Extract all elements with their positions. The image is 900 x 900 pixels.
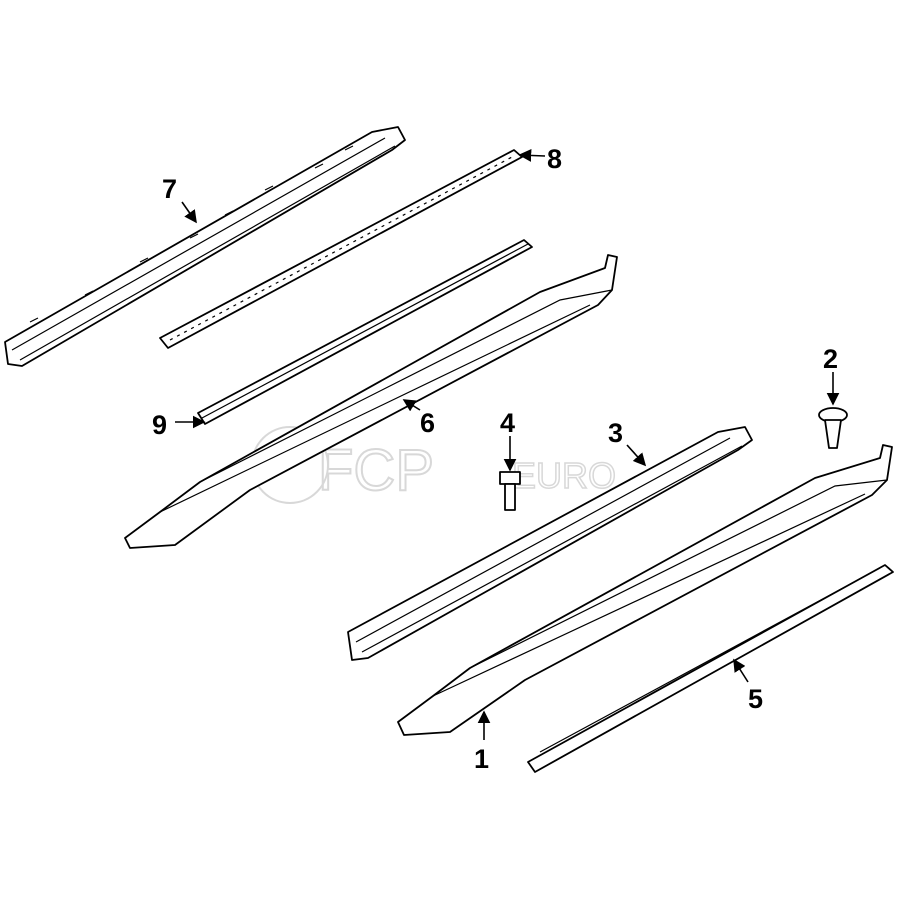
callout-2: 2 <box>823 344 838 374</box>
callout-7: 7 <box>162 174 177 204</box>
part-7-reinforcement[interactable] <box>4 126 406 367</box>
callout-8: 8 <box>547 144 562 174</box>
part-2-clip[interactable] <box>818 407 848 449</box>
watermark-suffix: EURO <box>512 455 616 496</box>
part-5-molding[interactable] <box>527 564 894 773</box>
callout-3: 3 <box>608 418 623 448</box>
callout-6: 6 <box>420 408 435 438</box>
watermark-brand: FCP <box>318 438 434 503</box>
callout-5: 5 <box>748 684 763 714</box>
part-3-reinforcement[interactable] <box>347 426 753 661</box>
part-6-rocker-panel[interactable] <box>124 254 618 549</box>
callouts: 1 2 3 4 5 6 7 8 9 <box>152 144 840 774</box>
watermark: FCP EURO <box>251 426 617 504</box>
part-1-rocker-panel[interactable] <box>397 444 893 736</box>
callout-1: 1 <box>474 744 489 774</box>
part-4-bolt[interactable] <box>499 471 521 511</box>
callout-4: 4 <box>500 408 515 438</box>
callout-9: 9 <box>152 410 167 440</box>
